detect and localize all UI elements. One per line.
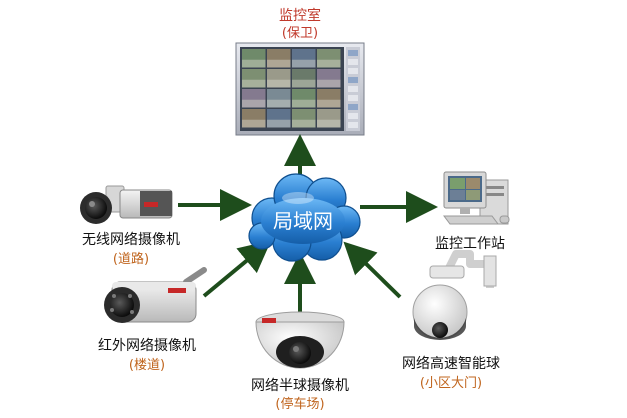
lan-cloud-icon: 局域网 — [248, 173, 361, 262]
ir-camera-name: 红外网络摄像机 — [98, 338, 196, 354]
camera-feed-thumbnail — [292, 49, 316, 68]
camera-feed-thumbnail — [267, 69, 291, 88]
camera-feed-thumbnail-shade — [242, 59, 266, 68]
camera-feed-thumbnail-shade — [292, 99, 316, 108]
workstation-label: 监控工作站 — [435, 236, 505, 252]
camera-feed-thumbnail — [317, 49, 341, 68]
monitor-room-title: 监控室 — [279, 8, 321, 24]
camera-feed-thumbnail — [317, 109, 341, 128]
screen-side-button — [348, 68, 358, 74]
camera-feed-thumbnail — [267, 49, 291, 68]
camera-feed-thumbnail — [317, 69, 341, 88]
ir-camera-location: (楼道) — [128, 358, 166, 373]
camera-feed-thumbnail — [267, 89, 291, 108]
camera-feed-thumbnail — [242, 89, 266, 108]
speed-dome-camera-icon — [412, 250, 497, 340]
wireless-camera-location: (道路) — [112, 252, 150, 267]
speed-dome-location: (小区大门) — [419, 376, 483, 391]
camera-feed-thumbnail — [317, 89, 341, 108]
camera-feed-thumbnail — [242, 109, 266, 128]
camera-feed-grid — [242, 49, 341, 128]
camera-feed-thumbnail-shade — [317, 79, 341, 88]
connection-arrows — [178, 134, 438, 312]
camera-feed-thumbnail-shade — [242, 79, 266, 88]
camera-feed-thumbnail-shade — [267, 59, 291, 68]
camera-feed-thumbnail-shade — [317, 99, 341, 108]
camera-feed-thumbnail — [292, 109, 316, 128]
network-dome-camera-icon — [255, 311, 345, 369]
camera-feed-thumbnail — [292, 89, 316, 108]
camera-feed-thumbnail-shade — [242, 119, 266, 128]
dome-camera-location: (停车场) — [275, 397, 325, 412]
network-label: 局域网 — [273, 209, 333, 233]
arrow-ir-camera-to-network — [202, 240, 272, 298]
camera-feed-thumbnail — [292, 69, 316, 88]
dome-camera-name: 网络半球摄像机 — [251, 378, 349, 394]
camera-feed-thumbnail-shade — [242, 99, 266, 108]
arrow-speed-dome-to-network — [343, 241, 402, 299]
screen-side-controls — [348, 50, 358, 128]
screen-side-button — [348, 113, 358, 119]
screen-side-button — [348, 122, 358, 128]
screen-side-button — [348, 104, 358, 110]
wireless-network-camera-icon — [80, 185, 173, 224]
camera-feed-thumbnail-shade — [292, 59, 316, 68]
screen-side-button — [348, 59, 358, 65]
monitoring-workstation-icon — [443, 171, 510, 225]
infrared-network-camera-icon — [104, 267, 207, 323]
camera-feed-thumbnail-shade — [292, 79, 316, 88]
screen-side-button — [348, 95, 358, 101]
camera-feed-thumbnail-shade — [267, 119, 291, 128]
monitor-room-screen — [235, 42, 365, 136]
screen-side-button — [348, 50, 358, 56]
camera-feed-thumbnail — [267, 109, 291, 128]
wireless-camera-name: 无线网络摄像机 — [82, 232, 180, 248]
camera-feed-thumbnail-shade — [267, 79, 291, 88]
screen-side-button — [348, 86, 358, 92]
monitor-room-subtitle: (保卫) — [281, 26, 319, 41]
screen-side-button — [348, 77, 358, 83]
camera-feed-thumbnail-shade — [292, 119, 316, 128]
camera-feed-thumbnail-shade — [317, 119, 341, 128]
camera-feed-thumbnail-shade — [267, 99, 291, 108]
camera-feed-thumbnail-shade — [317, 59, 341, 68]
speed-dome-name: 网络高速智能球 — [402, 356, 500, 372]
camera-feed-thumbnail — [242, 49, 266, 68]
camera-feed-thumbnail — [242, 69, 266, 88]
